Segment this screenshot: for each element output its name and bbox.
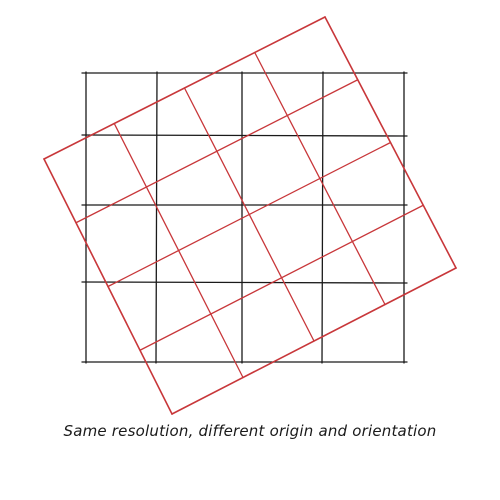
rotated-grid-column-line xyxy=(43,158,173,415)
rotated-grid-column-line xyxy=(183,87,315,342)
original-grid xyxy=(81,71,408,364)
original-grid-horizontal-line xyxy=(81,134,408,137)
original-grid-vertical-line xyxy=(155,71,158,364)
rotated-grid-column-line xyxy=(254,51,386,306)
original-grid-horizontal-line xyxy=(81,281,408,284)
rotated-grid-column-line xyxy=(324,16,457,269)
diagram-caption: Same resolution, different origin and or… xyxy=(63,422,437,440)
rotated-grid xyxy=(43,16,457,415)
rotated-grid-column-line xyxy=(113,122,244,379)
original-grid-vertical-line xyxy=(321,71,324,364)
